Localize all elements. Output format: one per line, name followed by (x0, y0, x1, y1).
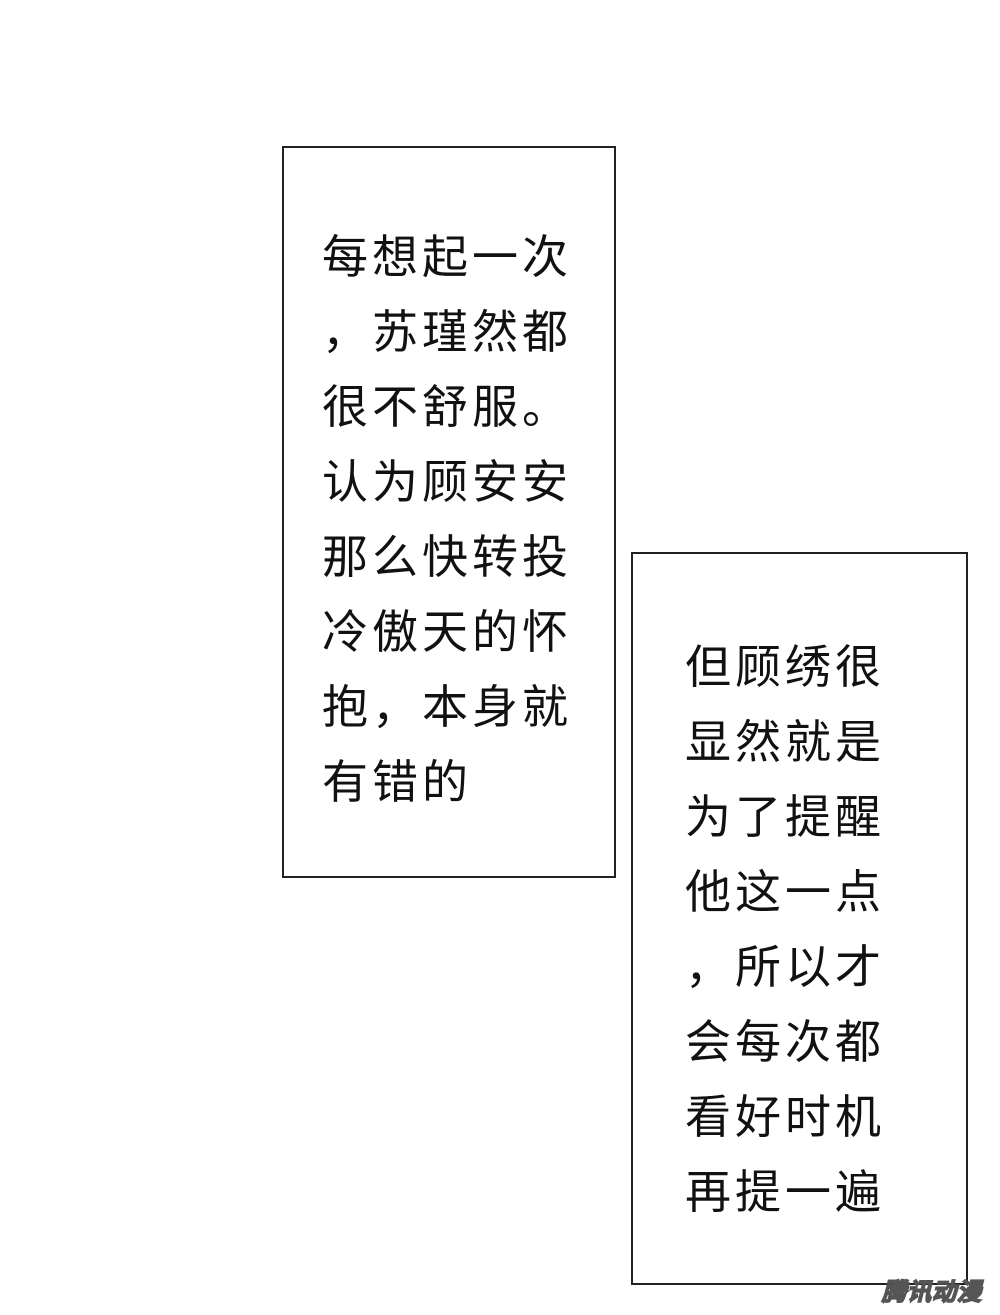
caption-box-1: 每想起一次 ，苏瑾然都 很不舒服。 认为顾安安 那么快转投 冷傲天的怀 抱，本身… (282, 146, 616, 878)
caption-line: ，苏瑾然都 (322, 305, 572, 359)
caption-line: 冷傲天的怀 (322, 605, 572, 659)
caption-line: 再提一遍 (685, 1165, 885, 1219)
caption-line: 为了提醒 (685, 790, 885, 844)
caption-line: 认为顾安安 (322, 455, 572, 509)
caption-box-2: 但顾绣很 显然就是 为了提醒 他这一点 ，所以才 会每次都 看好时机 再提一遍 (631, 552, 968, 1285)
watermark-logo: 腾讯动漫 (881, 1277, 982, 1307)
caption-line: 每想起一次 (322, 230, 572, 284)
caption-line: 但顾绣很 (685, 640, 885, 694)
caption-line: 会每次都 (685, 1015, 885, 1069)
caption-line: 那么快转投 (322, 530, 572, 584)
caption-line: 很不舒服。 (322, 380, 572, 434)
caption-line: 显然就是 (685, 715, 885, 769)
caption-text-2: 但顾绣很 显然就是 为了提醒 他这一点 ，所以才 会每次都 看好时机 再提一遍 (685, 630, 885, 1230)
caption-line: 有错的 (322, 755, 472, 809)
caption-line: 他这一点 (685, 865, 885, 919)
caption-line: 看好时机 (685, 1090, 885, 1144)
caption-text-1: 每想起一次 ，苏瑾然都 很不舒服。 认为顾安安 那么快转投 冷傲天的怀 抱，本身… (322, 220, 572, 820)
caption-line: 抱，本身就 (322, 680, 572, 734)
caption-line: ，所以才 (685, 940, 885, 994)
